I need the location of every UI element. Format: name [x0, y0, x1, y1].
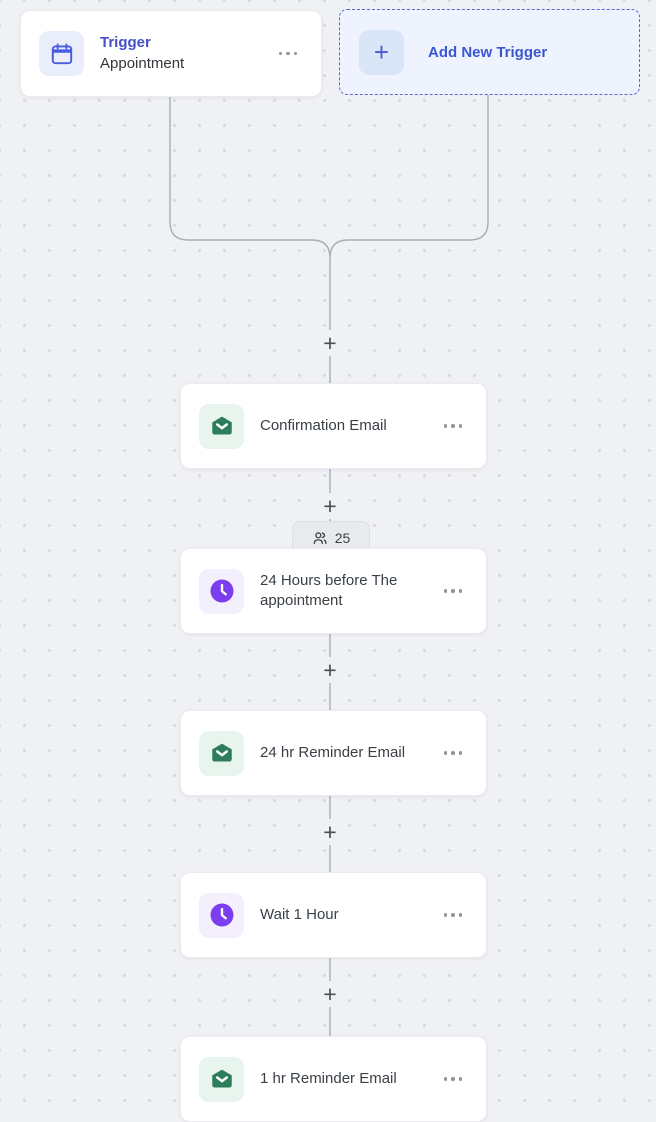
node-title: 1 hr Reminder Email	[260, 1070, 397, 1087]
add-new-trigger-button[interactable]: + Add New Trigger	[339, 9, 640, 95]
node-24hr-reminder-email[interactable]: 24 hr Reminder Email	[180, 710, 487, 796]
calendar-icon	[39, 31, 84, 76]
email-icon	[199, 1056, 244, 1102]
add-step-button[interactable]: +	[317, 819, 343, 845]
contacts-icon	[313, 532, 327, 544]
email-icon	[199, 730, 244, 776]
plus-icon: +	[359, 29, 404, 75]
connector-addtrigger-branch	[329, 93, 489, 259]
node-1hr-reminder-email[interactable]: 1 hr Reminder Email	[180, 1036, 487, 1122]
add-step-button[interactable]: +	[317, 330, 343, 356]
more-options-icon[interactable]	[442, 1073, 465, 1085]
more-options-icon[interactable]	[277, 48, 300, 60]
node-wait-24-hours[interactable]: 24 Hours before The appointment	[180, 548, 487, 634]
add-step-button[interactable]: +	[317, 981, 343, 1007]
connector-trigger-branch	[169, 95, 331, 331]
trigger-node[interactable]: Trigger Appointment	[20, 10, 322, 97]
more-options-icon[interactable]	[442, 585, 465, 597]
node-title: 24 hr Reminder Email	[260, 744, 406, 761]
contact-count: 25	[334, 530, 351, 546]
node-title: Wait 1 Hour	[260, 906, 339, 923]
node-title: 24 Hours before The appointment	[260, 572, 398, 609]
add-step-button[interactable]: +	[317, 657, 343, 683]
trigger-name: Appointment	[100, 55, 185, 72]
trigger-label: Trigger	[100, 34, 151, 51]
node-title: Confirmation Email	[260, 417, 387, 434]
add-step-button[interactable]: +	[317, 493, 343, 519]
add-new-trigger-label: Add New Trigger	[428, 43, 548, 61]
more-options-icon[interactable]	[442, 747, 465, 759]
more-options-icon[interactable]	[442, 909, 465, 921]
node-confirmation-email[interactable]: Confirmation Email	[180, 383, 487, 469]
clock-icon	[199, 892, 244, 938]
email-icon	[199, 403, 244, 449]
more-options-icon[interactable]	[442, 420, 465, 432]
trigger-text: Trigger Appointment	[100, 33, 277, 74]
node-wait-1-hour[interactable]: Wait 1 Hour	[180, 872, 487, 958]
clock-icon	[199, 568, 244, 614]
